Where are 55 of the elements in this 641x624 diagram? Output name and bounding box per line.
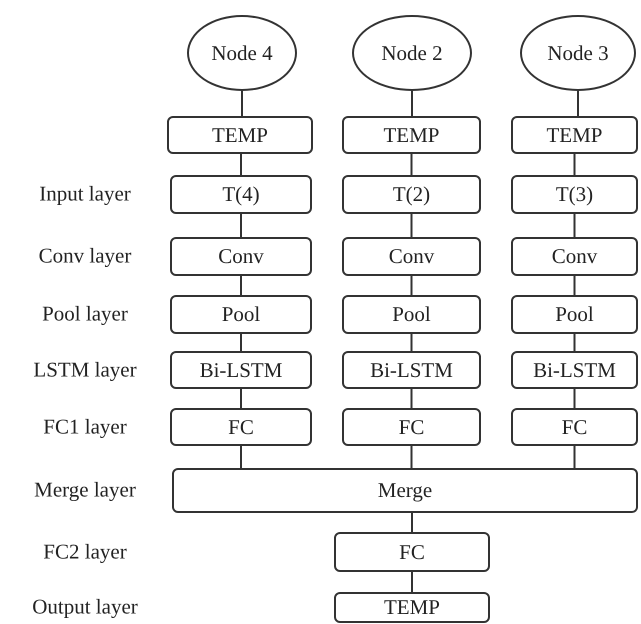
layer-label: FC2 layer <box>43 540 127 564</box>
connector-line <box>577 91 579 116</box>
layer-box: T(4) <box>170 175 312 214</box>
connector-line <box>410 154 412 175</box>
layer-box: Conv <box>170 237 312 276</box>
layer-box: FC <box>511 408 638 446</box>
connector-line <box>410 276 412 295</box>
node-ellipse: Node 2 <box>352 15 472 91</box>
connector-line <box>240 446 242 468</box>
connector-line <box>410 446 412 468</box>
layer-label: Output layer <box>32 594 138 620</box>
node-ellipse: Node 4 <box>187 15 297 91</box>
connector-line <box>240 154 242 175</box>
layer-box: Conv <box>342 237 481 276</box>
connector-line <box>410 214 412 237</box>
connector-line <box>574 276 576 295</box>
connector-line <box>574 389 576 408</box>
connector-line <box>410 389 412 408</box>
connector-line <box>240 276 242 295</box>
node-ellipse: Node 3 <box>520 15 636 91</box>
layer-box: FC <box>334 532 490 572</box>
layer-box: FC <box>170 408 312 446</box>
layer-label: FC1 layer <box>43 414 127 440</box>
layer-label: Pool layer <box>42 302 128 326</box>
layer-box: TEMP <box>511 116 638 154</box>
connector-line <box>240 334 242 351</box>
layer-box: T(3) <box>511 175 638 214</box>
layer-box: Conv <box>511 237 638 276</box>
connector-line <box>411 572 413 592</box>
layer-box: TEMP <box>342 116 481 154</box>
connector-line <box>574 446 576 468</box>
layer-box: TEMP <box>334 592 490 623</box>
connector-line <box>574 214 576 237</box>
connector-line <box>240 389 242 408</box>
layer-box: TEMP <box>167 116 313 154</box>
layer-box: FC <box>342 408 481 446</box>
layer-label: LSTM layer <box>33 358 137 382</box>
connector-line <box>241 91 243 116</box>
layer-box: Merge <box>172 468 638 513</box>
connector-line <box>574 334 576 351</box>
layer-label: Input layer <box>39 182 131 206</box>
layer-box: Pool <box>511 295 638 334</box>
layer-box: Pool <box>170 295 312 334</box>
connector-line <box>240 214 242 237</box>
layer-box: Pool <box>342 295 481 334</box>
layer-box: Bi-LSTM <box>342 351 481 389</box>
layer-box: Bi-LSTM <box>511 351 638 389</box>
connector-line <box>411 513 413 532</box>
layer-label: Merge layer <box>34 478 136 502</box>
connector-line <box>410 334 412 351</box>
layer-box: T(2) <box>342 175 481 214</box>
connector-line <box>574 154 576 175</box>
connector-line <box>411 91 413 116</box>
layer-label: Conv layer <box>38 244 132 268</box>
layer-box: Bi-LSTM <box>170 351 312 389</box>
